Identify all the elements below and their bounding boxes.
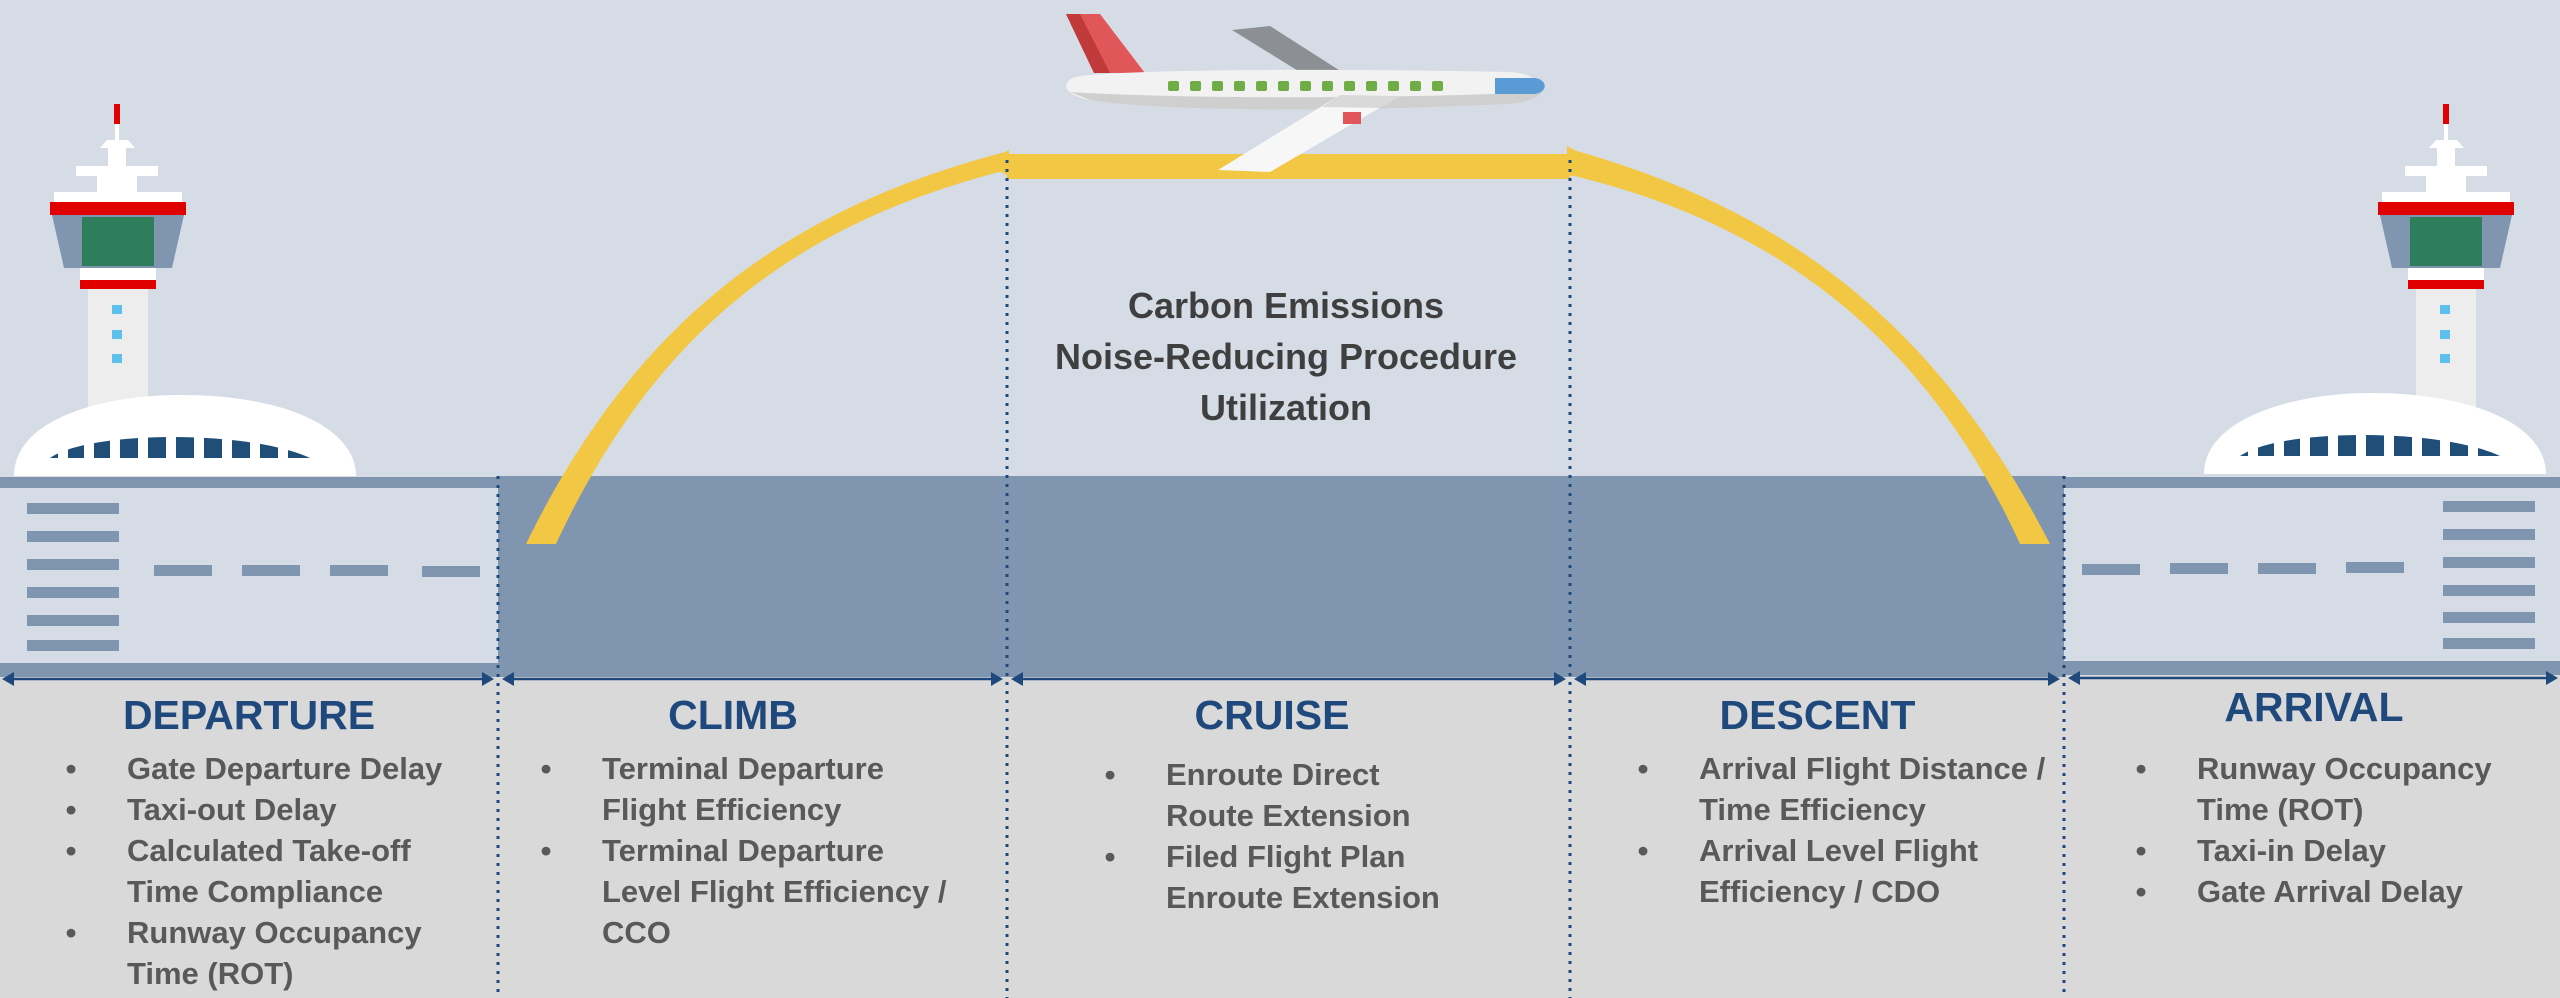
list-item: Gate Departure Delay bbox=[60, 748, 460, 789]
list-item: Taxi-out Delay bbox=[60, 789, 460, 830]
phase-metric-list: Arrival Flight Distance / Time Efficienc… bbox=[1632, 748, 2052, 912]
list-item: Taxi-in Delay bbox=[2130, 830, 2550, 871]
arrival-terminal-icon bbox=[2204, 393, 2546, 474]
phase-cruise: CRUISE Enroute Direct Route Extension Fi… bbox=[1007, 680, 1570, 998]
phase-metric-list: Runway Occupancy Time (ROT) Taxi-in Dela… bbox=[2130, 748, 2550, 912]
phase-metric-list: Enroute Direct Route Extension Filed Fli… bbox=[1099, 754, 1499, 918]
list-item: Arrival Flight Distance / Time Efficienc… bbox=[1632, 748, 2059, 830]
phase-metric-list: Terminal Departure Flight Efficiency Ter… bbox=[535, 748, 975, 953]
departure-runway bbox=[0, 477, 498, 677]
list-item: Calculated Take-off Time Compliance bbox=[60, 830, 432, 912]
overall-metrics: Carbon Emissions Noise-Reducing Procedur… bbox=[1006, 280, 1566, 433]
departure-terminal-icon bbox=[14, 395, 356, 476]
phase-title: DEPARTURE bbox=[122, 692, 376, 738]
phase-extent-arrows bbox=[2, 671, 2558, 686]
phase-descent: DESCENT Arrival Flight Distance / Time E… bbox=[1570, 680, 2064, 998]
phase-title: CLIMB bbox=[668, 692, 798, 738]
metric-line: Utilization bbox=[1200, 387, 1372, 428]
departure-control-tower-icon bbox=[50, 104, 186, 409]
list-item: Filed Flight Plan Enroute Extension bbox=[1099, 836, 1466, 918]
phase-title: DESCENT bbox=[1719, 692, 1916, 738]
arrival-control-tower-icon bbox=[2378, 104, 2514, 409]
list-item: Runway Occupancy Time (ROT) bbox=[60, 912, 432, 994]
phase-title: ARRIVAL bbox=[2224, 684, 2404, 730]
phase-dividers bbox=[496, 160, 2066, 998]
phase-metric-list: Gate Departure Delay Taxi-out Delay Calc… bbox=[60, 748, 460, 994]
list-item: Terminal Departure Level Flight Efficien… bbox=[535, 830, 967, 953]
airplane-icon bbox=[1066, 14, 1545, 172]
arrival-runway bbox=[2064, 477, 2560, 675]
phase-departure: DEPARTURE Gate Departure Delay Taxi-out … bbox=[0, 680, 498, 998]
list-item: Arrival Level Flight Efficiency / CDO bbox=[1632, 830, 2009, 912]
list-item: Terminal Departure Flight Efficiency bbox=[535, 748, 902, 830]
list-item: Enroute Direct Route Extension bbox=[1099, 754, 1466, 836]
list-item: Runway Occupancy Time (ROT) bbox=[2130, 748, 2497, 830]
airspace-band bbox=[498, 476, 2064, 677]
list-item: Gate Arrival Delay bbox=[2130, 871, 2550, 912]
phase-arrival: ARRIVAL Runway Occupancy Time (ROT) Taxi… bbox=[2064, 680, 2560, 998]
phase-climb: CLIMB Terminal Departure Flight Efficien… bbox=[498, 680, 1007, 998]
metric-line: Noise-Reducing Procedure bbox=[1054, 336, 1518, 377]
phase-title: CRUISE bbox=[1194, 692, 1350, 738]
flight-path-arc bbox=[526, 146, 2050, 544]
metric-line: Carbon Emissions bbox=[1127, 285, 1445, 326]
